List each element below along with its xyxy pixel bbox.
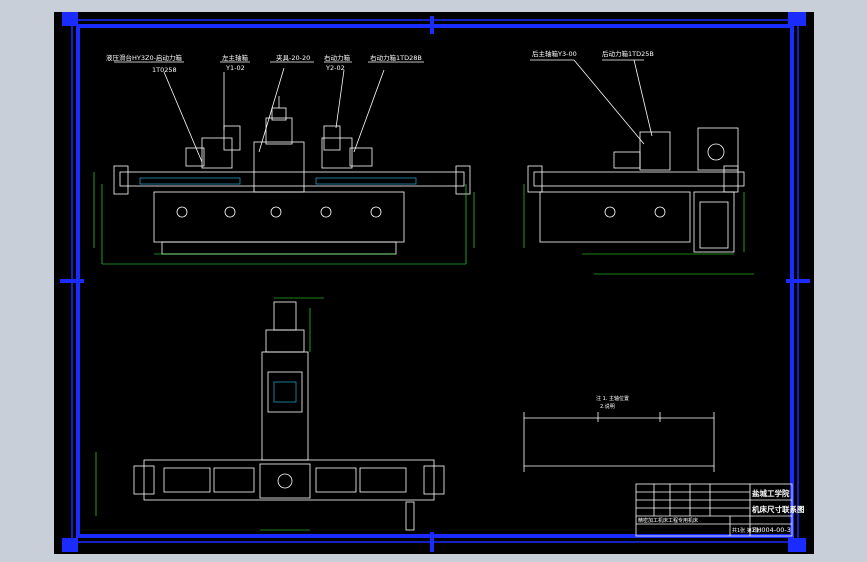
machine-bed (153, 191, 405, 243)
plan-fixture (259, 463, 311, 499)
drawing-viewport[interactable]: 液压滑台HY3Z0-启动力箱 1T0258 左主轴箱 Y1-02 夹具-20-2… (54, 12, 814, 554)
corner-mark (62, 12, 78, 26)
title-block[interactable]: 盐城工学院 机床尺寸联系图 ZH004-00-3 精密加工机床工程专用机床 共1… (635, 483, 805, 537)
side-rail (533, 171, 745, 187)
cad-drawing: 液压滑台HY3Z0-启动力箱 1T0258 左主轴箱 Y1-02 夹具-20-2… (60, 12, 810, 552)
label-right-power-code: Y2-02 (325, 64, 345, 72)
drawing-title: 机床尺寸联系图 (752, 504, 805, 514)
mount-hole (320, 206, 332, 218)
top-spindle (273, 301, 297, 331)
mount-hole (654, 206, 666, 218)
school-name: 盐城工学院 (752, 488, 790, 498)
mount-hole (224, 206, 236, 218)
mount-hole (176, 206, 188, 218)
side-bed (539, 191, 691, 243)
leader-line (573, 59, 645, 145)
right-spindle-box (321, 137, 353, 169)
sheet-info: 共1张 第1张 (732, 527, 760, 534)
rear-slide (261, 351, 309, 461)
plan-view[interactable] (95, 297, 445, 531)
plan-note: 注 1. 主轴位置 (596, 395, 629, 402)
rear-spindle-box (639, 131, 671, 171)
label-fixture: 夹具-20-20 (276, 53, 310, 62)
label-hydraulic-slide-code: 1T0258 (152, 66, 177, 74)
corner-mark (788, 12, 806, 26)
label-rear-spindle: 后主轴箱Y3-00 (532, 49, 577, 58)
label-right-power: 右动力箱 (324, 53, 351, 62)
mount-hole (604, 206, 616, 218)
label-hydraulic-slide: 液压滑台HY3Z0-启动力箱 (106, 53, 182, 62)
title-row-text: 精密加工机床工程专用机床 (638, 517, 698, 524)
front-view[interactable]: 液压滑台HY3Z0-启动力箱 1T0258 左主轴箱 Y1-02 夹具-20-2… (93, 53, 475, 265)
corner-mark (62, 538, 78, 552)
label-rear-power: 后动力箱1TD25B (602, 49, 654, 58)
drawing-frame (60, 12, 810, 552)
left-spindle-box (201, 137, 233, 169)
side-view[interactable]: 后主轴箱Y3-00 后动力箱1TD25B (523, 49, 754, 275)
slide-rail (119, 171, 465, 187)
label-left-spindle-code: Y1-02 (225, 64, 245, 72)
label-left-spindle-box: 左主轴箱 (222, 53, 249, 62)
drawing-number: ZH004-00-3 (752, 526, 791, 534)
mount-hole (370, 206, 382, 218)
leader-line (163, 71, 203, 163)
plan-bed (143, 459, 435, 501)
mount-hole (270, 206, 282, 218)
fixture-column (253, 141, 305, 193)
plan-note-2: 2.说明 (600, 403, 615, 410)
dimension-note: 注 1. 主轴位置 2.说明 (523, 395, 715, 472)
corner-mark (788, 538, 806, 552)
label-right-power-box: 右动力箱1TD28B (370, 53, 422, 62)
